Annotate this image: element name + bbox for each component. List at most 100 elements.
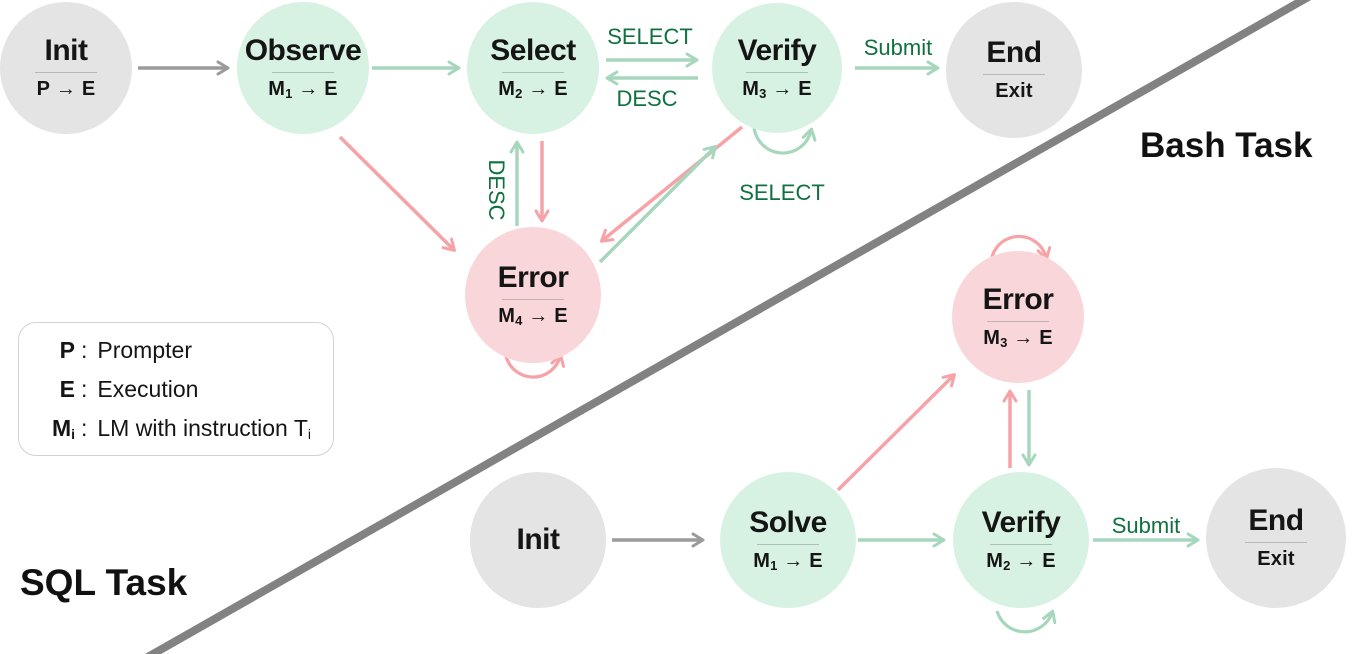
node-sql-error: Error M3 → E [952,251,1084,383]
node-sql-verify-title: Verify [981,505,1061,539]
edge-sql-error-self-loop-arrow [990,234,1052,261]
edge-label-sql-submit: Submit [1111,513,1181,538]
node-sql-verify: Verify M2 → E [953,472,1089,608]
node-sql-end-subtitle: Exit [1257,548,1294,571]
edge-sql-solve-to-error-arrow [836,373,956,492]
task-divider-diagonal-line [144,0,1312,654]
edge-label-bash-desc-backward: DESC [616,86,678,111]
node-bash-observe: Observe M1 → E [237,2,369,134]
legend-term-subscript: i [71,425,75,442]
node-divider [502,299,564,301]
subtitle-pre: P [36,78,51,101]
subtitle-pre: M [498,305,516,328]
subtitle-subscript: 1 [770,558,778,574]
edge-label-bash-select-forward: SELECT [607,24,693,49]
subtitle-subscript: 2 [515,86,523,102]
subtitle-pre: Exit [1257,548,1295,571]
node-divider [35,72,97,74]
legend-desc-text: Execution [97,375,199,402]
node-bash-end-subtitle: Exit [995,80,1032,103]
edge-bash-verify-to-error-arrow [599,125,744,243]
legend-row-lm-instruction: Mi : LM with instruction Ti [45,415,333,442]
edge-bash-observe-to-error-arrow [338,135,456,252]
node-sql-solve-subtitle: M1 → E [753,550,823,573]
node-bash-verify-title: Verify [737,33,817,67]
node-bash-observe-subtitle: M1 → E [268,78,338,101]
legend-term-text: M [51,414,72,441]
node-divider [757,544,819,546]
legend-desc: Prompter [97,337,192,364]
node-bash-verify: Verify M3 → E [712,3,842,133]
legend-colon: : [81,336,88,363]
bash-task-title: Bash Task [1140,126,1313,165]
node-bash-observe-title: Observe [244,33,362,67]
edge-sql-verify-self-loop-arrow [995,609,1057,634]
subtitle-post: → E [1010,550,1056,573]
node-bash-init-title: Init [44,33,89,67]
legend-row-execution: E : Execution [45,376,333,403]
legend-colon: : [81,414,88,441]
node-sql-error-subtitle: M3 → E [983,327,1053,350]
edge-label-bash-submit: Submit [863,35,933,60]
subtitle-pre: Exit [995,80,1033,103]
node-bash-select: Select M2 → E [467,2,599,134]
subtitle-subscript: 3 [759,86,767,102]
legend-term: Mi [45,415,75,442]
legend-term: E [45,376,75,403]
legend-desc: Execution [97,376,198,403]
legend-desc-subscript: i [307,425,311,442]
node-sql-init-title: Init [516,523,561,557]
subtitle-post: → E [777,550,823,573]
subtitle-pre: M [986,550,1004,573]
node-divider [983,74,1045,76]
edge-bash-verify-self-loop-arrow [752,126,817,155]
subtitle-post: → E [1007,327,1053,350]
node-sql-solve: Solve M1 → E [720,472,856,608]
legend-colon: : [81,375,88,402]
node-bash-verify-subtitle: M3 → E [742,78,812,101]
edge-label-bash-desc-vertical: DESC [484,159,509,221]
node-sql-solve-title: Solve [749,505,827,539]
subtitle-subscript: 2 [1003,558,1011,574]
legend-term-text: P [59,336,75,363]
edge-bash-error-to-verify-arrow [598,145,717,264]
node-sql-error-title: Error [982,282,1054,316]
node-divider [272,72,334,74]
subtitle-post: → E [766,78,812,101]
node-divider [502,72,564,74]
subtitle-subscript: 1 [285,86,293,102]
subtitle-pre: M [268,78,286,101]
edge-bash-error-self-loop-arrow [504,353,565,379]
node-bash-error-subtitle: M4 → E [498,305,568,328]
subtitle-subscript: 4 [515,313,523,329]
subtitle-pre: M [753,550,771,573]
node-divider [987,321,1049,323]
node-divider [746,72,808,74]
node-sql-end: End Exit [1206,468,1346,608]
node-bash-select-title: Select [490,33,576,67]
legend-term: P [45,337,75,364]
subtitle-post: → E [522,305,568,328]
node-sql-init: Init [470,472,606,608]
node-divider [1245,542,1307,544]
legend-box: P : Prompter E : Execution Mi : LM with … [18,322,334,456]
subtitle-pre: M [498,78,516,101]
subtitle-pre: M [983,327,1001,350]
subtitle-post: → E [522,78,568,101]
legend-desc-text: LM with instruction T [97,414,308,441]
legend-row-prompter: P : Prompter [45,337,333,364]
node-divider [990,544,1052,546]
legend-desc-text: Prompter [97,336,192,363]
subtitle-pre: M [742,78,760,101]
legend-desc: LM with instruction Ti [97,415,311,442]
node-bash-error-title: Error [497,260,569,294]
node-bash-init-subtitle: P → E [37,78,96,101]
subtitle-post: → E [292,78,338,101]
node-sql-end-title: End [1248,503,1304,537]
subtitle-subscript: 3 [1000,335,1008,351]
node-bash-init: Init P → E [0,2,132,134]
node-sql-verify-subtitle: M2 → E [986,550,1056,573]
node-bash-end: End Exit [946,2,1082,138]
